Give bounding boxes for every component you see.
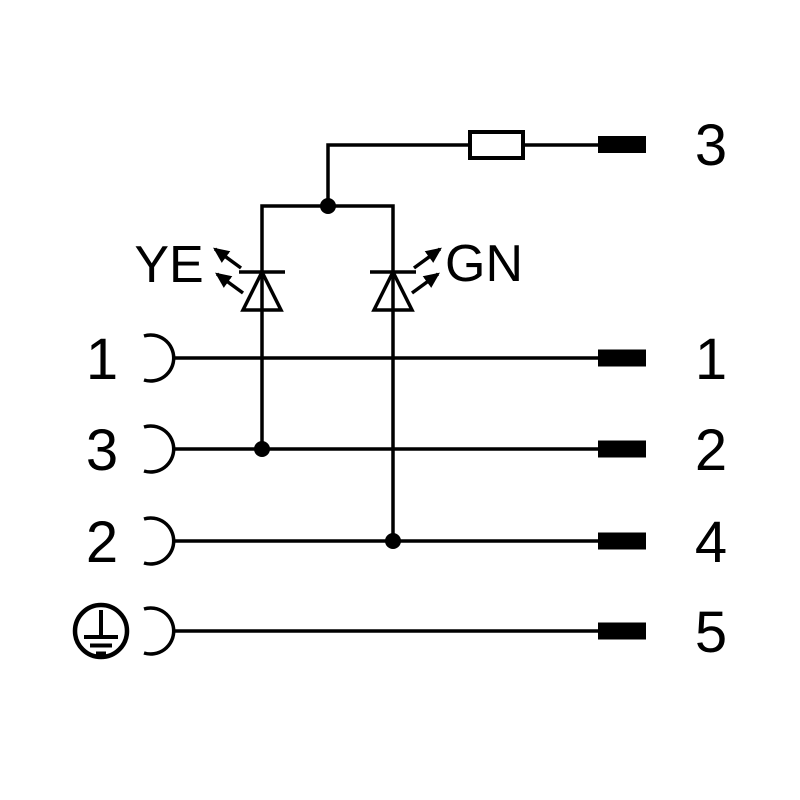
resistor-icon bbox=[468, 130, 525, 160]
led-label: GN bbox=[445, 235, 523, 293]
right-pin-label: 5 bbox=[695, 600, 727, 665]
socket-contact-icon bbox=[143, 333, 176, 383]
left-pin-label: 1 bbox=[86, 327, 118, 392]
right-pin-label: 4 bbox=[695, 510, 727, 575]
led-green: GN bbox=[370, 235, 523, 312]
diode-triangle-icon bbox=[240, 268, 284, 312]
led-emission-arrow-icon bbox=[213, 247, 243, 270]
socket-contact-icon bbox=[143, 606, 176, 656]
led-emission-arrow-icon bbox=[412, 247, 442, 270]
wire-end-terminal bbox=[598, 532, 646, 550]
wire bbox=[326, 143, 470, 206]
led-yellow: YE bbox=[134, 236, 285, 312]
wire bbox=[260, 204, 395, 541]
right-pin-label: 2 bbox=[695, 418, 727, 483]
diode-triangle-icon bbox=[371, 268, 415, 312]
left-pin-label: 3 bbox=[86, 418, 118, 483]
wire-row: 1 1 bbox=[86, 327, 727, 392]
socket-contact-icon bbox=[143, 516, 176, 566]
wire-row: 3 2 bbox=[86, 418, 727, 483]
wire-end-terminal bbox=[598, 440, 646, 458]
right-pin-label: 1 bbox=[695, 327, 727, 392]
protective-earth-icon bbox=[72, 602, 130, 660]
wire-row: 2 4 bbox=[86, 510, 727, 575]
led-emission-arrow-icon bbox=[215, 272, 245, 295]
junction-dot bbox=[320, 198, 336, 214]
led-bus bbox=[254, 198, 401, 549]
wire-end-terminal bbox=[598, 349, 646, 367]
socket-contact-icon bbox=[143, 424, 176, 474]
led-label: YE bbox=[134, 236, 203, 294]
wire-end-terminal bbox=[598, 136, 646, 153]
wire-row: 5 bbox=[72, 600, 727, 665]
right-pin-label: 3 bbox=[695, 113, 727, 178]
top-branch: 3 bbox=[326, 113, 727, 206]
wire-end-terminal bbox=[598, 622, 646, 640]
led-emission-arrow-icon bbox=[410, 272, 440, 295]
left-pin-label: 2 bbox=[86, 510, 118, 575]
